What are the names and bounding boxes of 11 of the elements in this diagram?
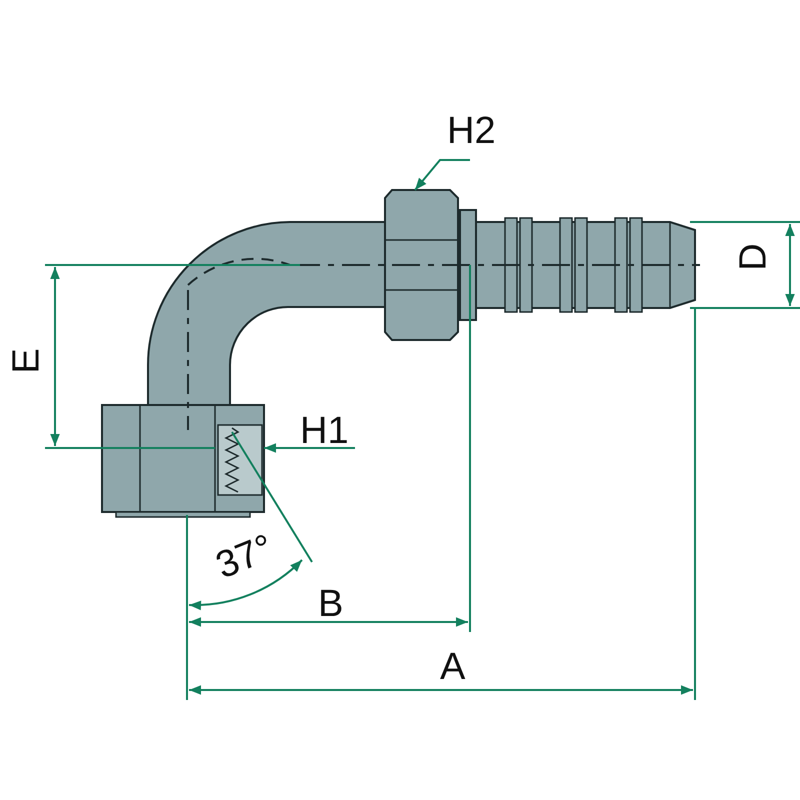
dimension-label: A bbox=[440, 648, 466, 686]
thread-drawing bbox=[217, 424, 263, 496]
dimension-label: E bbox=[8, 348, 46, 374]
hex-nut-drawing bbox=[384, 189, 459, 341]
leader-line bbox=[264, 443, 355, 453]
dimension-label: B bbox=[318, 585, 344, 623]
dimension-label: D bbox=[734, 243, 773, 271]
part-label: H2 bbox=[447, 112, 496, 150]
part-label: H1 bbox=[300, 412, 349, 450]
dimension-label: 37° bbox=[210, 528, 278, 586]
leader-line bbox=[414, 159, 470, 191]
